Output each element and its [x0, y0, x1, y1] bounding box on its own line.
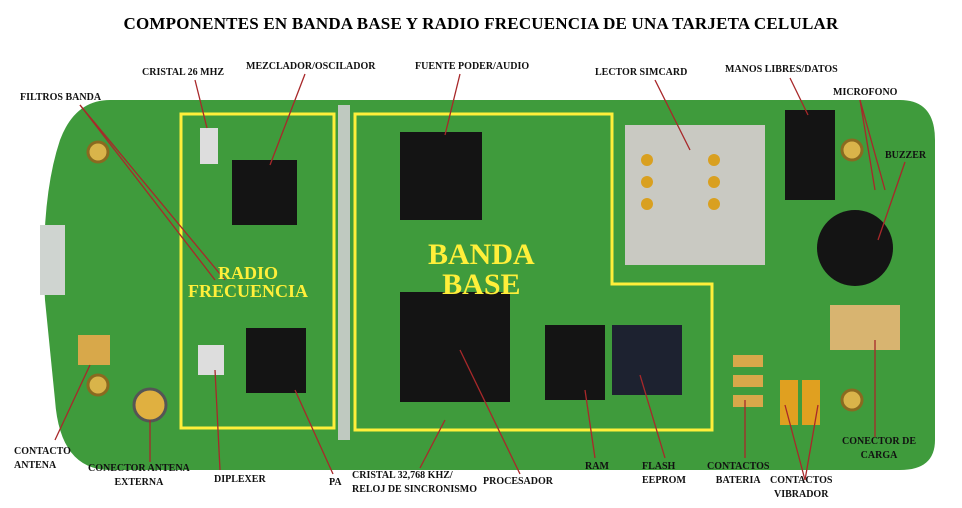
label-procesador: PROCESADOR [483, 476, 554, 487]
leader-lines [54, 73, 906, 481]
baseband-label-line1: BANDA [428, 238, 535, 271]
side-connector [40, 225, 65, 295]
label-microfono: MICROFONO [833, 87, 898, 98]
diplexer [198, 345, 224, 375]
label-mezclador: MEZCLADOR/OSCILADOR [246, 61, 376, 72]
processor-chip [400, 292, 510, 402]
rf-region-box [179, 112, 336, 430]
rf-region-label: RADIO FRECUENCIA [188, 264, 308, 300]
crystal-26mhz [200, 128, 218, 164]
baseband-region-label: BANDA BASE [428, 240, 535, 300]
label-manos-libres: MANOS LIBRES/DATOS [725, 64, 838, 75]
mounting-holes [86, 138, 864, 412]
baseband-region-box [353, 112, 714, 432]
label-pa: PA [329, 477, 342, 488]
rf-label-line1: RADIO [218, 263, 279, 283]
battery-contacts [733, 355, 763, 407]
label-fuente: FUENTE PODER/AUDIO [415, 61, 530, 72]
board-seam [338, 105, 350, 440]
flash-chip [612, 325, 682, 395]
baseband-label-line2: BASE [442, 268, 521, 301]
label-cristal-32khz: CRISTAL 32,768 KHZ/RELOJ DE SINCRONISMO [352, 470, 478, 495]
charge-connector [830, 305, 900, 350]
buzzer [817, 210, 893, 286]
label-cristal-26mhz: CRISTAL 26 MHZ [142, 67, 225, 78]
label-buzzer: BUZZER [885, 150, 927, 161]
label-filtros-banda: FILTROS BANDA [20, 92, 102, 103]
audio-jack [785, 110, 835, 200]
ram-chip [545, 325, 605, 400]
vibrator-contacts [780, 380, 820, 425]
simcard-reader [625, 125, 765, 265]
antenna-contact [78, 335, 110, 365]
chips [232, 110, 893, 402]
diagram-title: COMPONENTES EN BANDA BASE Y RADIO FRECUE… [123, 14, 839, 33]
rf-label-line2: FRECUENCIA [188, 281, 309, 301]
external-antenna-connector [132, 387, 168, 423]
power-chip [400, 132, 482, 220]
mixer-chip [232, 160, 297, 225]
label-diplexer: DIPLEXER [214, 474, 266, 485]
label-ram: RAM [585, 461, 609, 472]
pa-chip [246, 328, 306, 393]
label-lector-simcard: LECTOR SIMCARD [595, 67, 688, 78]
